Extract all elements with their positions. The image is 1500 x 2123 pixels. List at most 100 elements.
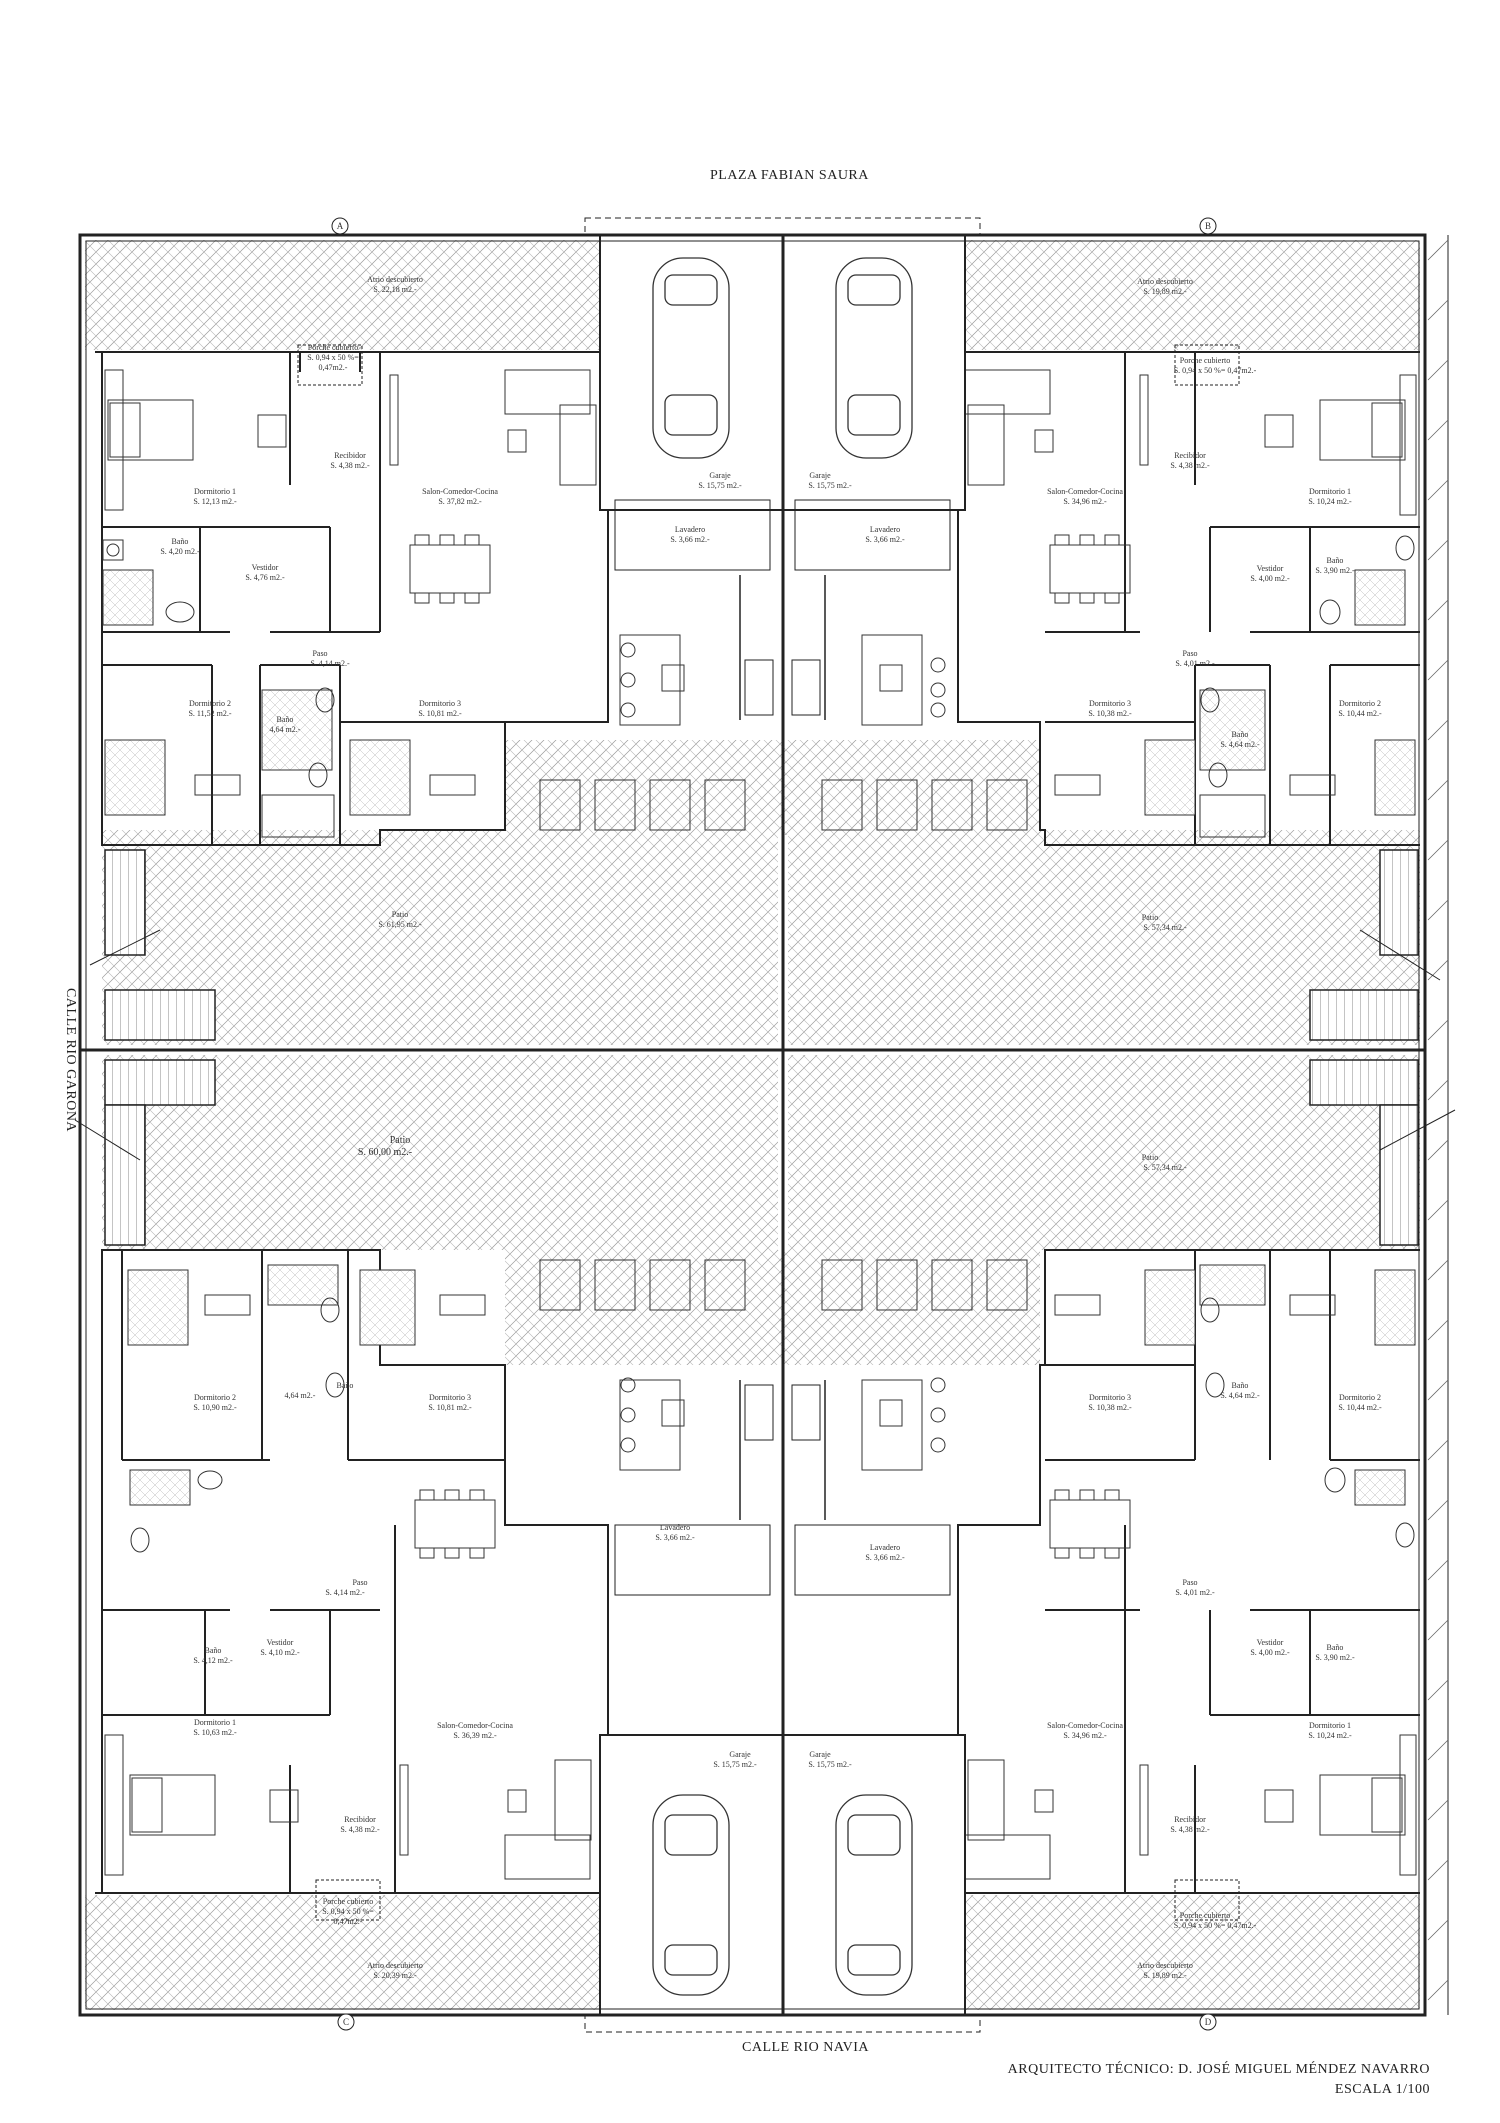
- room-label: Lavadero: [660, 1523, 690, 1532]
- labels-top-left: Atrio descubierto S. 22,18 m2.- Porche c…: [160, 275, 742, 929]
- room-area: S. 3,66 m2.-: [865, 535, 905, 544]
- room-label: Dormitorio 3: [419, 699, 461, 708]
- room-label: Lavadero: [675, 525, 705, 534]
- room-area: S. 12,13 m2.-: [193, 497, 237, 506]
- room-label: Dormitorio 2: [194, 1393, 236, 1402]
- room-area: S. 4,00 m2.-: [1250, 1648, 1290, 1657]
- room-area: S. 4,20 m2.-: [160, 547, 200, 556]
- room-area: S. 3,90 m2.-: [1315, 1653, 1355, 1662]
- unit-top-right-furniture: [861, 369, 1417, 838]
- unit-top-left-furniture: [102, 369, 685, 838]
- unit-bottom-right: [957, 1249, 1420, 1921]
- unit-bottom-right-furniture: [861, 1264, 1417, 1880]
- room-label: Recibidor: [1174, 1815, 1206, 1824]
- grid-marker-d: [1199, 2013, 1217, 2031]
- room-label: Salon-Comedor-Cocina: [1047, 487, 1123, 496]
- room-label: Paso: [1182, 1578, 1197, 1587]
- room-area: S. 10,24 m2.-: [1308, 1731, 1352, 1740]
- room-label: Paso: [1182, 649, 1197, 658]
- room-area: S. 10,38 m2.-: [1088, 1403, 1132, 1412]
- room-label: Patio: [1142, 913, 1158, 922]
- room-area: S. 0,94 x 50 %=: [307, 353, 359, 362]
- room-area: S. 4,38 m2.-: [330, 461, 370, 470]
- room-label: Patio: [1142, 1153, 1158, 1162]
- room-area: S. 37,82 m2.-: [438, 497, 482, 506]
- room-label: Recibidor: [344, 1815, 376, 1824]
- room-area: S. 10,63 m2.-: [193, 1728, 237, 1737]
- room-label: Dormitorio 1: [194, 1718, 236, 1727]
- room-area: S. 19,89 m2.-: [1143, 1971, 1187, 1980]
- room-area: S. 4,00 m2.-: [1250, 574, 1290, 583]
- room-area: 4,64 m2.-: [285, 1391, 316, 1400]
- room-label: Dormitorio 1: [1309, 1721, 1351, 1730]
- room-area: S. 3,90 m2.-: [1315, 566, 1355, 575]
- room-area: S. 10,90 m2.-: [193, 1403, 237, 1412]
- street-label-left: CALLE RIO GARONA: [63, 987, 78, 1133]
- room-area: S. 4,76 m2.-: [245, 573, 285, 582]
- room-area: S. 4,10 m2.-: [260, 1648, 300, 1657]
- unit-bottom-left-furniture: [104, 1264, 685, 1880]
- room-area: S. 57,34 m2.-: [1143, 1163, 1187, 1172]
- room-area: S. 4,38 m2.-: [1170, 461, 1210, 470]
- room-area: S. 10,38 m2.-: [1088, 709, 1132, 718]
- labels-bottom-right: Atrio descubierto S. 19,89 m2.- Porche c…: [808, 1153, 1382, 1980]
- room-area: S. 4,64 m2.-: [1220, 740, 1260, 749]
- room-label: Dormitorio 1: [194, 487, 236, 496]
- room-label: Patio: [392, 910, 408, 919]
- room-label: Baño: [172, 537, 189, 546]
- room-label: Paso: [352, 1578, 367, 1587]
- room-area: S. 0,94 x 50 %= 0,47m2.-: [1174, 1921, 1257, 1930]
- room-area: S. 4,01 m2.-: [1175, 1588, 1215, 1597]
- room-label: Dormitorio 1: [1309, 487, 1351, 496]
- room-label: Baño: [337, 1381, 354, 1390]
- grid-marker-d-label: D: [1205, 2017, 1212, 2027]
- room-area: S. 4,64 m2.-: [1220, 1391, 1260, 1400]
- room-area: S. 4,14 m2.-: [325, 1588, 365, 1597]
- paved-areas: [85, 240, 1420, 2010]
- room-label: Salon-Comedor-Cocina: [1047, 1721, 1123, 1730]
- room-area: S. 34,96 m2.-: [1063, 497, 1107, 506]
- room-label: Vestidor: [267, 1638, 294, 1647]
- room-label: Garaje: [729, 1750, 751, 1759]
- room-area: S. 22,18 m2.-: [373, 285, 417, 294]
- room-area: S. 4,38 m2.-: [340, 1825, 380, 1834]
- room-label: Baño: [1327, 556, 1344, 565]
- room-label: Patio: [390, 1135, 411, 1146]
- room-label: Garaje: [709, 471, 731, 480]
- room-label: Dormitorio 2: [1339, 699, 1381, 708]
- grid-marker-c: [337, 2013, 355, 2031]
- room-label: Atrio descubierto: [1137, 277, 1193, 286]
- room-area: S. 34,96 m2.-: [1063, 1731, 1107, 1740]
- room-label: Vestidor: [1257, 564, 1284, 573]
- room-label: Salon-Comedor-Cocina: [437, 1721, 513, 1730]
- neighbour-hatch: [1427, 239, 1449, 2001]
- room-label: Lavadero: [870, 525, 900, 534]
- room-area: S. 3,66 m2.-: [865, 1553, 905, 1562]
- room-area: S. 36,39 m2.-: [453, 1731, 497, 1740]
- grid-markers: [331, 217, 1217, 2031]
- room-area: S. 15,75 m2.-: [808, 1760, 852, 1769]
- room-label: Baño: [1232, 730, 1249, 739]
- room-label: Salon-Comedor-Cocina: [422, 487, 498, 496]
- room-area: S. 15,75 m2.-: [713, 1760, 757, 1769]
- room-label: Atrio descubierto: [367, 1961, 423, 1970]
- garages: [599, 234, 966, 2016]
- grid-marker-b: [1199, 217, 1217, 235]
- room-label: Porche cubierto: [308, 343, 358, 352]
- room-label: Vestidor: [252, 563, 279, 572]
- room-label: Atrio descubierto: [367, 275, 423, 284]
- car-icons: [652, 257, 913, 1996]
- street-label-top: PLAZA FABIAN SAURA: [710, 168, 869, 183]
- room-area: 0,47m2.-: [319, 363, 348, 372]
- room-area: S. 0,94 x 50 %= 0,47m2.-: [1174, 366, 1257, 375]
- room-label: Atrio descubierto: [1137, 1961, 1193, 1970]
- room-area: S. 11,52 m2.-: [188, 709, 231, 718]
- room-label: Garaje: [809, 1750, 831, 1759]
- drawing-scale: ESCALA 1/100: [1334, 2082, 1430, 2097]
- room-area: S. 4,12 m2.-: [193, 1656, 233, 1665]
- room-label: Vestidor: [1257, 1638, 1284, 1647]
- room-area: 4,64 m2.-: [270, 725, 301, 734]
- grid-marker-a-label: A: [337, 221, 344, 231]
- room-area: S. 10,81 m2.-: [428, 1403, 472, 1412]
- room-area: S. 60,00 m2.-: [358, 1147, 412, 1158]
